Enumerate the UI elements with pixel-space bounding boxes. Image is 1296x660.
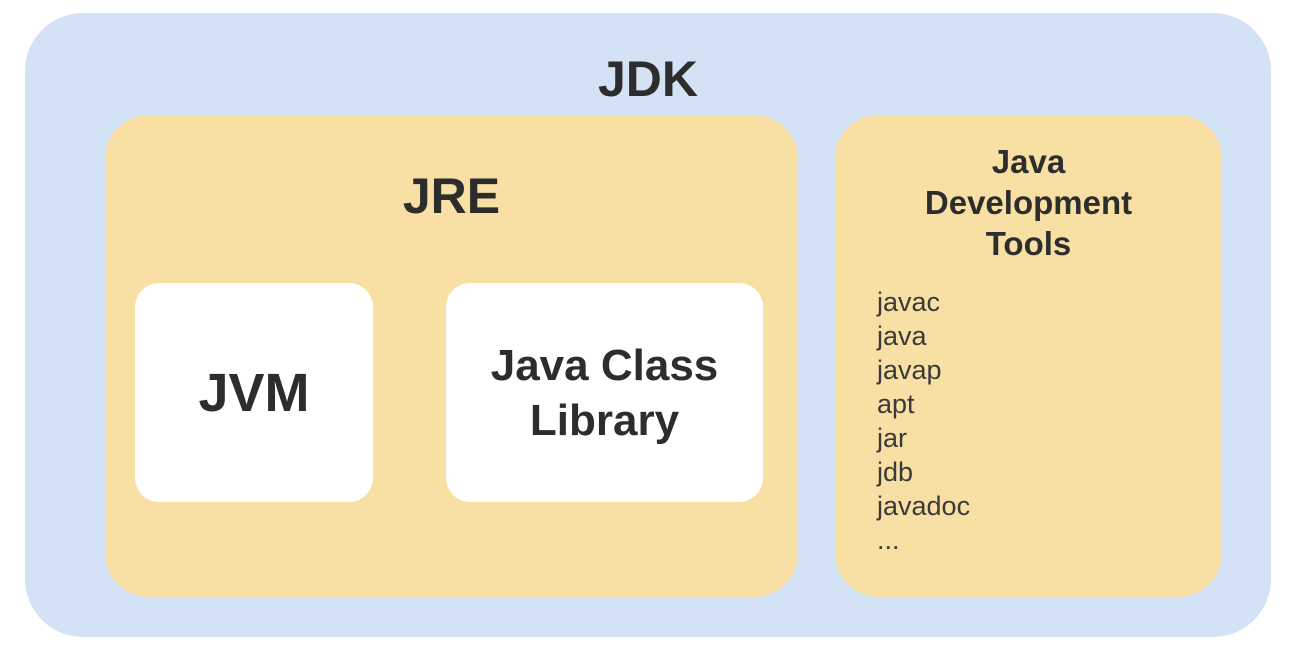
- java-development-tools-title: Java Development Tools: [835, 141, 1222, 264]
- tools-title-line-3: Tools: [985, 225, 1072, 262]
- tool-item-java: java: [877, 321, 927, 351]
- java-development-tools-container: Java Development Tools javac java javap …: [835, 115, 1222, 597]
- tool-item-ellipsis: ...: [877, 525, 900, 555]
- jre-label: JRE: [402, 168, 501, 224]
- tool-item-jdb: jdb: [877, 457, 914, 487]
- tool-item-javac: javac: [877, 287, 941, 317]
- tool-item-javap: javap: [877, 355, 942, 385]
- java-class-library-box: Java Class Library: [446, 283, 763, 502]
- tools-title-line-1: Java: [991, 143, 1066, 180]
- jdk-label: JDK: [597, 51, 699, 107]
- tools-list: javac java javap apt jar jdb javadoc ...: [877, 285, 970, 557]
- jre-container: JRE JVM Java Class Library: [105, 115, 798, 597]
- java-class-library-label: Java Class Library: [490, 340, 719, 445]
- tool-item-apt: apt: [877, 389, 915, 419]
- tool-item-jar: jar: [877, 423, 908, 453]
- jdk-container: JDK JRE JVM Java Class Library Java Deve…: [25, 13, 1271, 637]
- jvm-label: JVM: [198, 362, 310, 423]
- jvm-box: JVM: [135, 283, 373, 502]
- tools-title-line-2: Development: [924, 184, 1133, 221]
- tool-item-javadoc: javadoc: [877, 491, 971, 521]
